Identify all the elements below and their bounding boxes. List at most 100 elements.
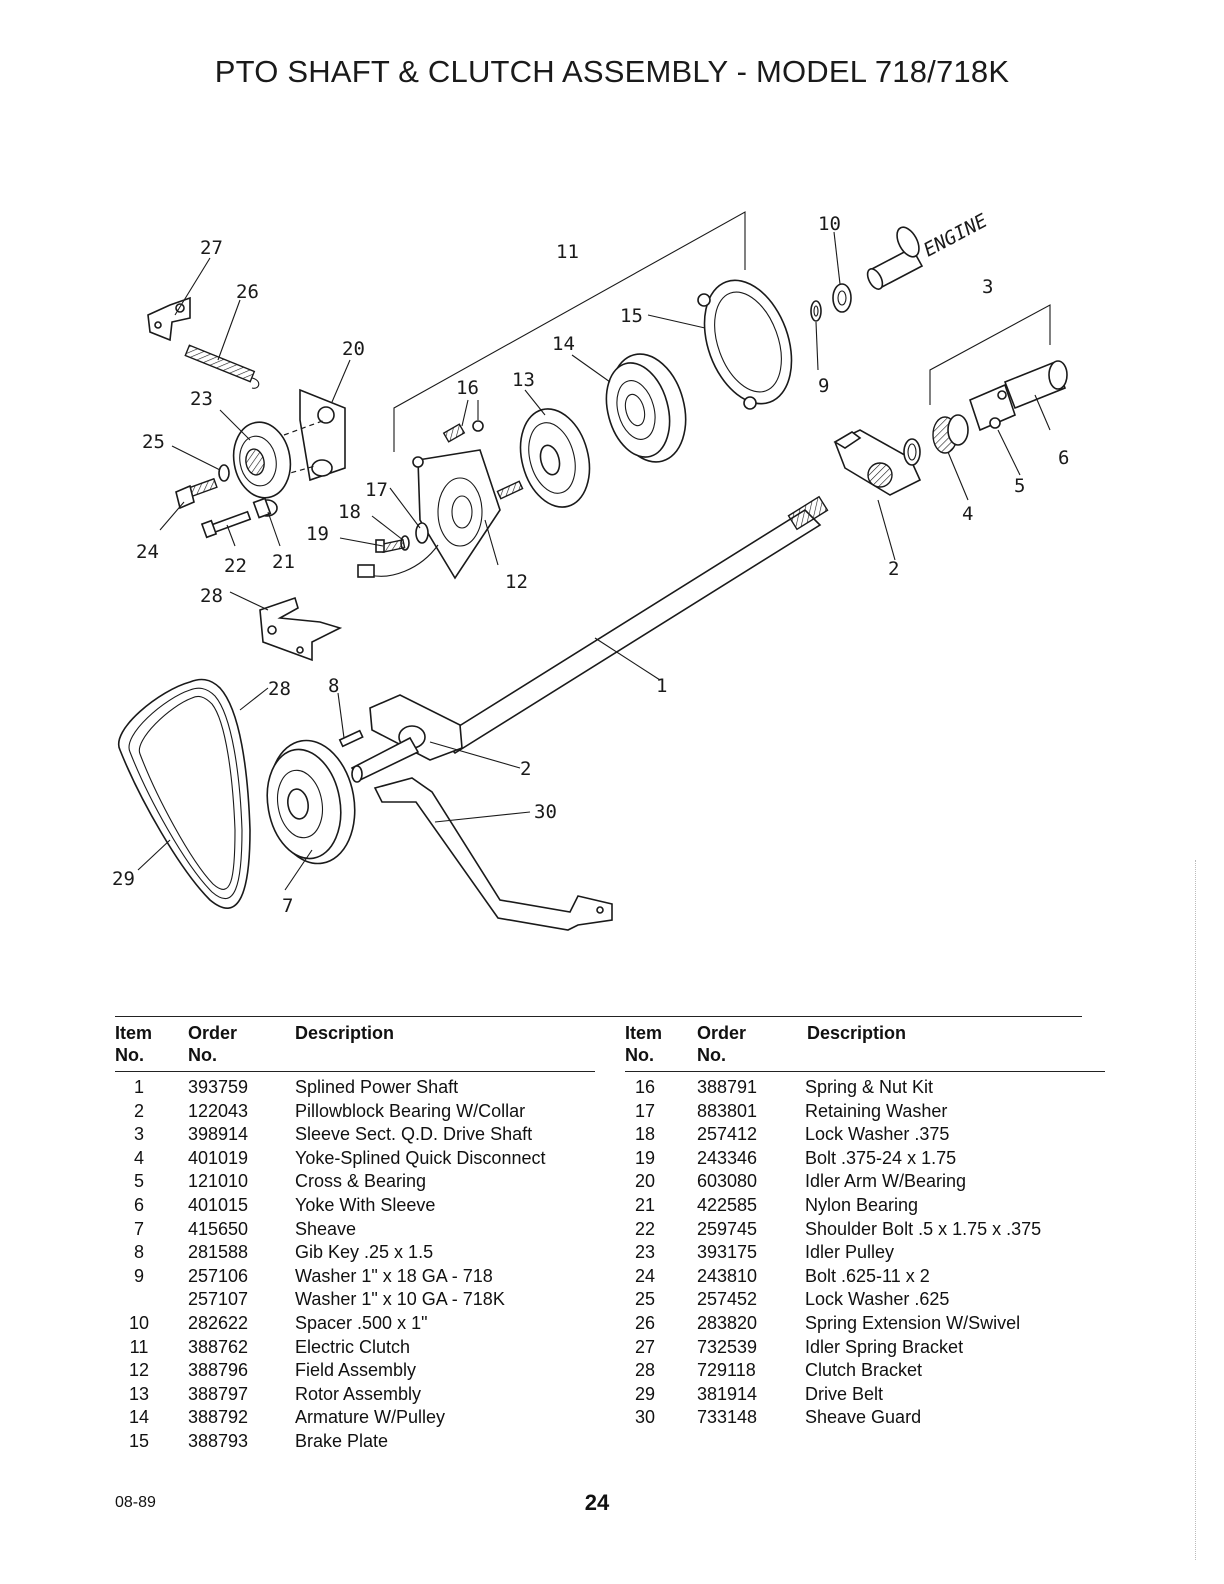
order-no-cell: 381914 bbox=[697, 1383, 758, 1404]
yoke-with-sleeve-6 bbox=[1003, 360, 1068, 410]
description-cell: Clutch Bracket bbox=[805, 1360, 923, 1381]
callout-7: 7 bbox=[282, 895, 293, 917]
description-cell: Spacer .500 x 1" bbox=[295, 1312, 428, 1333]
engine-crankshaft bbox=[866, 226, 924, 290]
order-no-cell: 393175 bbox=[697, 1242, 758, 1263]
description-cell: Sleeve Sect. Q.D. Drive Shaft bbox=[295, 1124, 533, 1145]
shoulder-bolt-22 bbox=[200, 510, 252, 539]
item-no-cell: 21 bbox=[634, 1194, 656, 1215]
field-bolt bbox=[496, 480, 524, 500]
description-cell: Field Assembly bbox=[295, 1360, 417, 1381]
item-no-cell: 26 bbox=[634, 1312, 656, 1333]
order-no-cell: 415650 bbox=[188, 1218, 249, 1239]
callout-2-lower: 2 bbox=[520, 758, 531, 780]
order-no-cell: 388796 bbox=[188, 1360, 249, 1381]
item-no-cell: 10 bbox=[128, 1312, 150, 1333]
callout-30: 30 bbox=[534, 801, 557, 823]
description-cell: Sheave Guard bbox=[805, 1407, 922, 1428]
item-no-cell: 13 bbox=[128, 1383, 150, 1404]
table-header-left: Item No. Order No. Description bbox=[115, 1017, 595, 1072]
page-title: PTO SHAFT & CLUTCH ASSEMBLY - MODEL 718/… bbox=[214, 54, 1010, 89]
callout-17: 17 bbox=[365, 479, 388, 501]
order-no-cell: 603080 bbox=[697, 1171, 758, 1192]
order-no-cell: 243346 bbox=[697, 1147, 758, 1168]
description-cell: Spring Extension W/Swivel bbox=[805, 1312, 1021, 1333]
description-cell: Rotor Assembly bbox=[295, 1383, 422, 1404]
callout-12: 12 bbox=[505, 571, 528, 593]
order-no-cell: 257106 bbox=[188, 1265, 249, 1286]
item-no-cell: 1 bbox=[133, 1077, 144, 1097]
header-order-no: Order No. bbox=[697, 1023, 747, 1065]
footer-date: 08-89 bbox=[115, 1494, 156, 1511]
idler-pulley-23 bbox=[232, 421, 292, 499]
retaining-washer-17 bbox=[415, 522, 429, 544]
order-no-cell: 122043 bbox=[188, 1100, 249, 1121]
washer-9 bbox=[810, 300, 822, 322]
order-no-cell: 393759 bbox=[188, 1077, 249, 1097]
callout-6: 6 bbox=[1058, 447, 1069, 469]
leader-lines bbox=[137, 231, 1051, 891]
description-cell: Sheave bbox=[295, 1218, 357, 1239]
header-description: Description bbox=[295, 1023, 395, 1043]
order-no-cell: 388791 bbox=[697, 1077, 758, 1097]
armature-pulley-14 bbox=[605, 353, 687, 463]
item-no-cell: 7 bbox=[133, 1218, 144, 1239]
page-edge-shadow bbox=[1195, 860, 1196, 1560]
order-no-cell: 281588 bbox=[188, 1242, 249, 1263]
idler-arm-20 bbox=[299, 388, 346, 482]
table-header-right: Item No. Order No. Description bbox=[625, 1017, 1105, 1072]
callout-11: 11 bbox=[556, 241, 579, 263]
callout-19: 19 bbox=[306, 523, 329, 545]
item-no-cell: 24 bbox=[634, 1265, 656, 1286]
engine-label: ENGINE bbox=[920, 210, 991, 262]
description-cell: Splined Power Shaft bbox=[295, 1077, 459, 1097]
callout-29-top: 28 bbox=[268, 678, 291, 700]
callout-21: 21 bbox=[272, 551, 295, 573]
item-no-cell: 6 bbox=[133, 1194, 144, 1215]
description-cell: Lock Washer .375 bbox=[805, 1124, 950, 1145]
callout-26: 26 bbox=[236, 281, 259, 303]
order-no-cell: 282622 bbox=[188, 1312, 249, 1333]
header-order-no: Order No. bbox=[188, 1023, 238, 1065]
description-cell: Idler Spring Bracket bbox=[805, 1336, 964, 1357]
callout-9: 9 bbox=[818, 375, 829, 397]
callout-10: 10 bbox=[818, 213, 841, 235]
field-assembly-12 bbox=[357, 449, 501, 580]
sheave-7 bbox=[266, 739, 356, 865]
callout-2-upper: 2 bbox=[888, 558, 899, 580]
nylon-bearing-21 bbox=[252, 497, 278, 519]
callout-16: 16 bbox=[456, 377, 479, 399]
bracket-3 bbox=[929, 304, 1051, 405]
order-no-cell: 401019 bbox=[188, 1147, 249, 1168]
idler-spring-bracket-27 bbox=[147, 296, 191, 342]
description-cell: Yoke-Splined Quick Disconnect bbox=[295, 1147, 546, 1168]
callout-18: 18 bbox=[338, 501, 361, 523]
spring-extension-26 bbox=[184, 344, 260, 389]
order-no-cell: 388797 bbox=[188, 1383, 249, 1404]
order-no-cell: 883801 bbox=[697, 1100, 758, 1121]
item-no-cell: 25 bbox=[634, 1289, 656, 1310]
callout-25: 25 bbox=[142, 431, 165, 453]
splined-power-shaft-1 bbox=[438, 495, 829, 755]
callout-23: 23 bbox=[190, 388, 213, 410]
item-no-cell: 20 bbox=[634, 1171, 656, 1192]
description-cell: Yoke With Sleeve bbox=[295, 1194, 436, 1215]
spacer-10 bbox=[832, 283, 852, 313]
description-cell: Retaining Washer bbox=[805, 1100, 948, 1121]
